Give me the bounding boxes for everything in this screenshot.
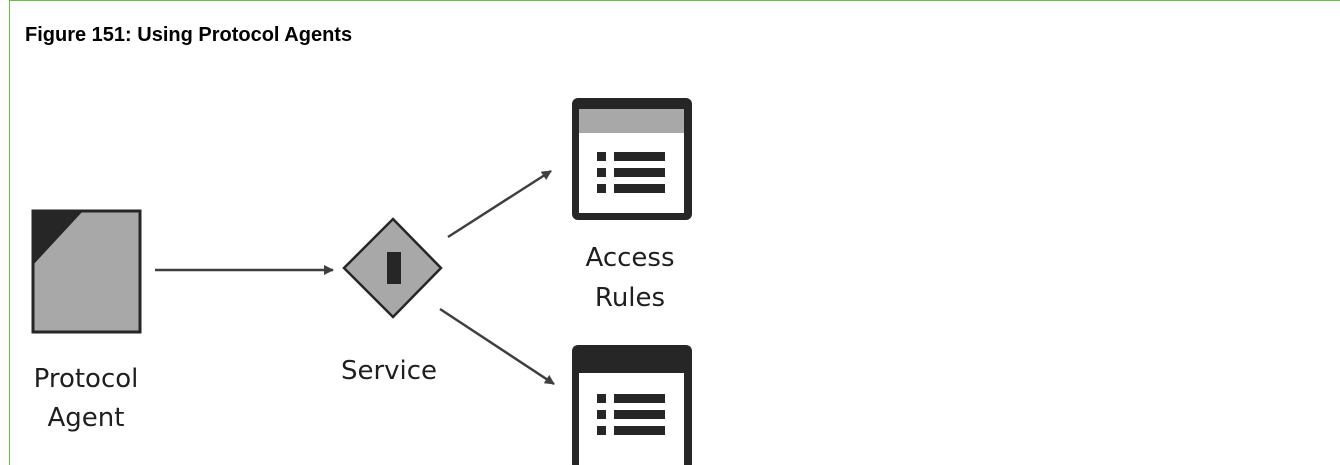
protocol-agent-label-line1: Protocol [34, 364, 139, 394]
figure-frame [9, 0, 1340, 465]
access-rules-label-line1: Access [585, 243, 674, 273]
policy-list-icon [572, 345, 692, 465]
service-diamond-icon [342, 217, 443, 319]
access-rules-icon [572, 98, 692, 220]
arrow-service-to-policy [439, 307, 555, 386]
service-label: Service [341, 356, 437, 386]
figure-title: Figure 151: Using Protocol Agents [25, 24, 353, 46]
protocol-agent-label-line2: Agent [48, 403, 125, 433]
arrow-service-to-access-rules [447, 169, 552, 239]
protocol-agent-icon [31, 209, 142, 334]
access-rules-label-line2: Rules [595, 283, 665, 313]
